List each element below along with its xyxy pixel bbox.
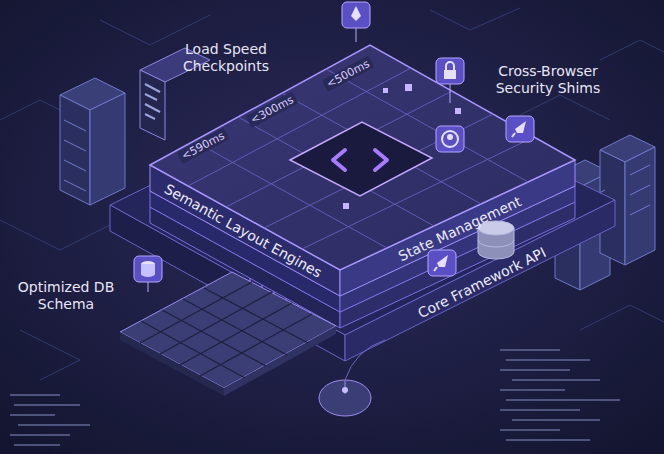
callout-label: Load Speed Checkpoints xyxy=(171,41,281,75)
callout-label: Cross-Browser Security Shims xyxy=(483,63,613,97)
callout-label: Optimized DB Schema xyxy=(11,279,121,313)
